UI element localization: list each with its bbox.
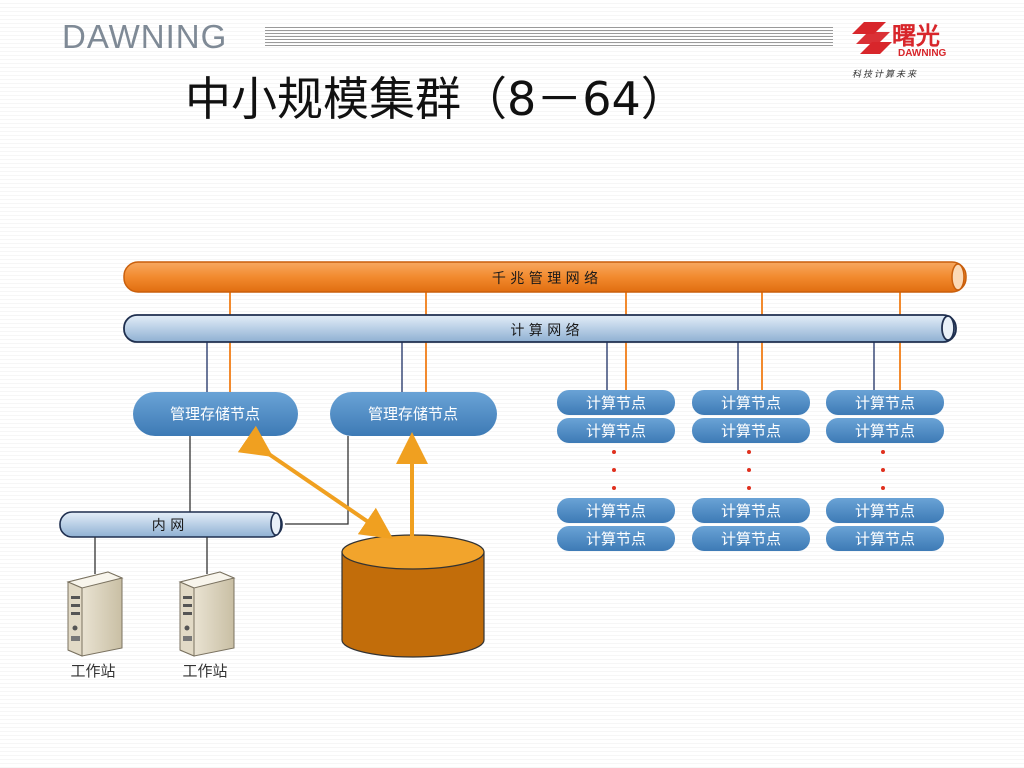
logo-chinese: 曙光 [892,22,940,50]
compute-node-label: 计算节点 [721,530,781,548]
server-icon [66,571,124,657]
header-rule [265,27,833,47]
internal-network-label: 内 网 [152,518,184,534]
workstation-2: 工作站 [178,571,236,680]
compute-node-label: 计算节点 [586,394,646,412]
compute-network-label: 计 算 网 络 [510,323,579,339]
compute-node-label: 计算节点 [586,502,646,520]
server-icon [178,571,236,657]
compute-node-label: 计算节点 [855,394,915,412]
mgmt-storage-node-2: 管理存储节点 [330,392,497,436]
workstation-label: 工作站 [182,662,227,680]
storage-array [341,534,485,658]
mgmt-node-label: 管理存储节点 [170,405,260,423]
mgmt-to-intranet-lines [189,436,349,525]
logo-english: DAWNING [898,48,947,59]
gigabit-network-label: 千 兆 管 理 网 络 [492,271,598,287]
ellipsis-dots [612,450,616,490]
brand-logo-text: DAWNING [62,18,228,55]
mgmt-storage-node-1: 管理存储节点 [133,392,298,436]
gigabit-management-network: 千 兆 管 理 网 络 [123,261,967,293]
compute-node-label: 计算节点 [721,422,781,440]
compute-network: 计 算 网 络 [123,314,957,343]
ellipsis-dots [747,450,751,490]
compute-node-label: 计算节点 [855,422,915,440]
logo-mark-icon [852,22,892,54]
compute-node-label: 计算节点 [586,422,646,440]
ellipsis-dots [881,450,885,490]
compute-node-label: 计算节点 [855,502,915,520]
workstation-drop-lines [94,537,208,574]
logo-tagline: 科技计算未来 [852,70,919,80]
compute-node-label: 计算节点 [721,502,781,520]
workstation-1: 工作站 [66,571,124,680]
mgmt-node-label: 管理存储节点 [368,405,458,423]
compute-node-group-3: 计算节点 计算节点 计算节点 计算节点 [826,390,944,551]
compute-node-label: 计算节点 [721,394,781,412]
compute-node-label: 计算节点 [855,530,915,548]
storage-arrows [237,425,428,540]
compute-node-group-2: 计算节点 计算节点 计算节点 计算节点 [692,390,810,551]
compute-node-group-1: 计算节点 计算节点 计算节点 计算节点 [557,390,675,551]
dawning-logo: 曙光 DAWNING 科技计算未来 [852,18,972,88]
internal-network: 内 网 [59,511,283,538]
compute-node-label: 计算节点 [586,530,646,548]
blue-drop-lines [206,342,875,394]
workstation-label: 工作站 [70,662,115,680]
page-title: 中小规模集群（8－64） [185,72,687,126]
